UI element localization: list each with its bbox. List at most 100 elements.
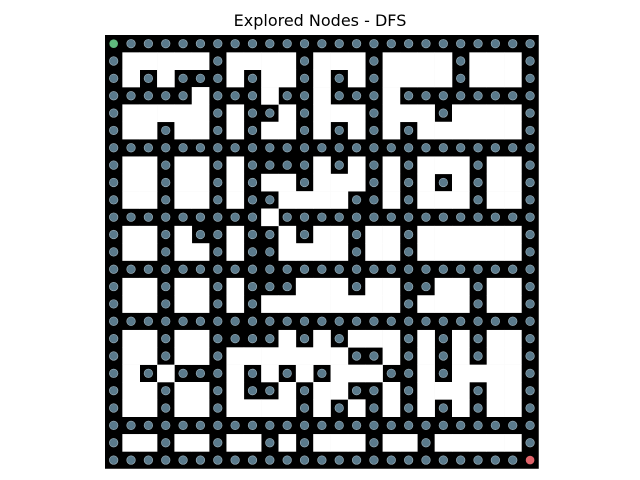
- explored-node: [247, 334, 258, 344]
- explored-node: [473, 143, 483, 153]
- explored-node: [456, 264, 466, 274]
- explored-node: [369, 455, 379, 465]
- explored-node: [247, 386, 258, 396]
- explored-node: [490, 39, 500, 49]
- explored-node: [456, 143, 466, 153]
- explored-node: [230, 143, 240, 153]
- open-cell: [382, 382, 401, 400]
- explored-node: [525, 247, 535, 257]
- explored-node: [421, 438, 431, 448]
- open-cell: [486, 121, 505, 140]
- explored-node: [282, 143, 292, 153]
- explored-node: [161, 177, 171, 188]
- explored-node: [213, 368, 223, 378]
- open-cell: [174, 277, 193, 296]
- explored-node: [351, 39, 362, 49]
- explored-node: [109, 351, 119, 361]
- open-cell: [295, 191, 314, 209]
- explored-node: [299, 420, 310, 430]
- open-cell: [469, 434, 487, 452]
- explored-node: [178, 368, 188, 378]
- open-cell: [261, 121, 279, 140]
- explored-node: [351, 420, 362, 430]
- explored-node: [490, 91, 500, 101]
- explored-node: [109, 455, 119, 465]
- open-cell: [226, 104, 245, 123]
- explored-node: [213, 420, 223, 430]
- explored-node: [299, 438, 310, 448]
- open-cell: [313, 156, 331, 175]
- open-cell: [382, 225, 401, 244]
- explored-node: [438, 212, 448, 222]
- explored-node: [126, 143, 136, 153]
- open-cell: [191, 191, 210, 209]
- open-cell: [191, 295, 210, 313]
- explored-node: [404, 177, 414, 188]
- explored-node: [265, 438, 275, 448]
- open-cell: [191, 156, 210, 175]
- open-cell: [174, 243, 193, 261]
- open-cell: [452, 364, 470, 383]
- open-cell: [365, 277, 383, 296]
- open-cell: [417, 104, 435, 123]
- open-cell: [417, 52, 435, 70]
- explored-node: [490, 316, 500, 326]
- explored-node: [247, 455, 258, 465]
- open-cell: [191, 87, 210, 105]
- open-cell: [261, 52, 279, 70]
- open-cell: [434, 243, 453, 261]
- explored-node: [299, 177, 310, 188]
- explored-node: [161, 438, 171, 448]
- explored-node: [508, 212, 518, 222]
- explored-node: [161, 299, 171, 309]
- open-cell: [243, 434, 262, 452]
- explored-node: [299, 229, 310, 240]
- explored-node: [109, 368, 119, 378]
- open-cell: [504, 434, 522, 452]
- open-cell: [365, 243, 383, 261]
- explored-node: [213, 212, 223, 222]
- explored-node: [386, 368, 396, 378]
- open-cell: [157, 104, 175, 123]
- open-cell: [191, 121, 210, 140]
- explored-node: [404, 368, 414, 378]
- explored-node: [473, 386, 483, 396]
- explored-node: [404, 316, 414, 326]
- open-cell: [226, 399, 245, 417]
- explored-node: [369, 351, 379, 361]
- explored-node: [473, 195, 483, 205]
- explored-node: [265, 160, 275, 170]
- explored-node: [299, 334, 310, 344]
- open-cell: [139, 191, 158, 209]
- explored-node: [438, 108, 448, 118]
- explored-node: [525, 351, 535, 361]
- explored-node: [525, 177, 535, 188]
- open-cell: [174, 104, 193, 123]
- explored-node: [404, 455, 414, 465]
- explored-node: [334, 125, 344, 136]
- open-cell: [347, 434, 366, 452]
- open-cell: [434, 434, 453, 452]
- open-cell: [278, 295, 297, 313]
- explored-node: [369, 195, 379, 205]
- explored-node: [213, 386, 223, 396]
- explored-node: [178, 91, 188, 101]
- open-cell: [191, 277, 210, 296]
- explored-node: [247, 108, 258, 118]
- open-cell: [347, 364, 366, 383]
- open-cell: [504, 191, 522, 209]
- open-cell: [191, 52, 210, 70]
- explored-node: [299, 91, 310, 101]
- explored-node: [299, 316, 310, 326]
- open-cell: [278, 121, 297, 140]
- explored-node: [369, 143, 379, 153]
- open-cell: [486, 156, 505, 175]
- open-cell: [469, 225, 487, 244]
- open-cell: [226, 52, 245, 70]
- open-cell: [382, 399, 401, 417]
- explored-node: [213, 247, 223, 257]
- explored-node: [109, 281, 119, 292]
- open-cell: [330, 277, 349, 296]
- open-cell: [174, 225, 193, 244]
